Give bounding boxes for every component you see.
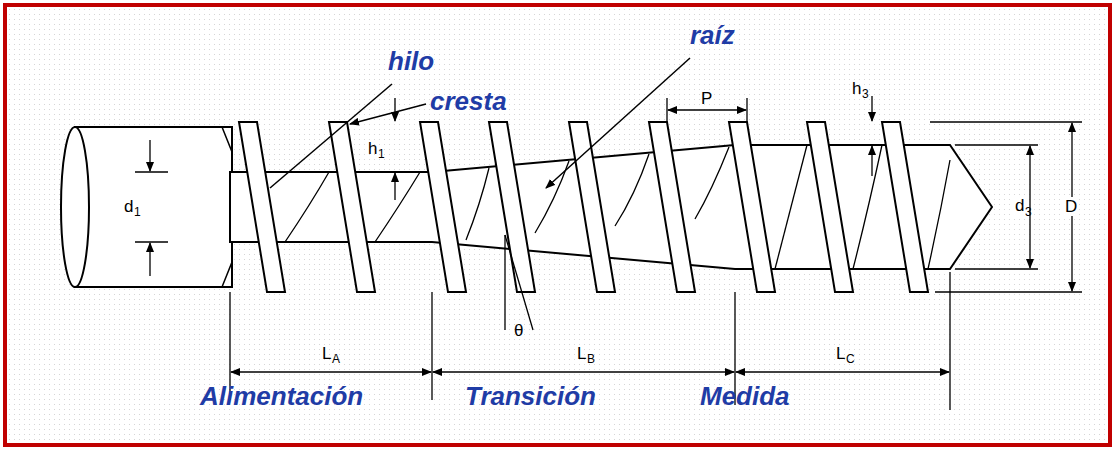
dimension-subscript: A xyxy=(332,353,340,365)
screw-flights xyxy=(239,122,928,292)
leader-lines xyxy=(270,58,690,188)
part-name: cresta xyxy=(430,88,507,114)
dimension-subscript: B xyxy=(587,353,595,365)
dimension-subscript: C xyxy=(846,353,855,365)
dimension-symbol: d xyxy=(1013,196,1026,215)
angle-symbol: θ xyxy=(514,322,523,339)
zone-name: Transición xyxy=(465,383,596,409)
dimension-subscript: 3 xyxy=(1025,206,1032,218)
dimension-subscript: 1 xyxy=(134,206,141,218)
dimension-symbol: h xyxy=(368,140,377,157)
dimension-symbol: P xyxy=(701,90,712,107)
helix-lines xyxy=(285,145,950,269)
dimension-symbol: L xyxy=(577,345,586,362)
shaft-end xyxy=(61,127,89,287)
dimension-symbol: h xyxy=(852,80,861,97)
part-name: hilo xyxy=(388,48,434,74)
dimension-subscript: 3 xyxy=(862,88,869,100)
dimension-symbol: L xyxy=(322,345,331,362)
zone-name: Medida xyxy=(700,383,790,409)
shaft xyxy=(75,127,232,287)
dimension-symbol: L xyxy=(836,345,845,362)
dimension-symbol: d xyxy=(124,198,133,215)
part-name: raíz xyxy=(690,22,735,48)
dimension-symbol: D xyxy=(1063,197,1079,216)
dimension-lines xyxy=(135,96,1082,410)
zone-name: Alimentación xyxy=(200,383,363,409)
dimension-subscript: 1 xyxy=(378,148,385,160)
